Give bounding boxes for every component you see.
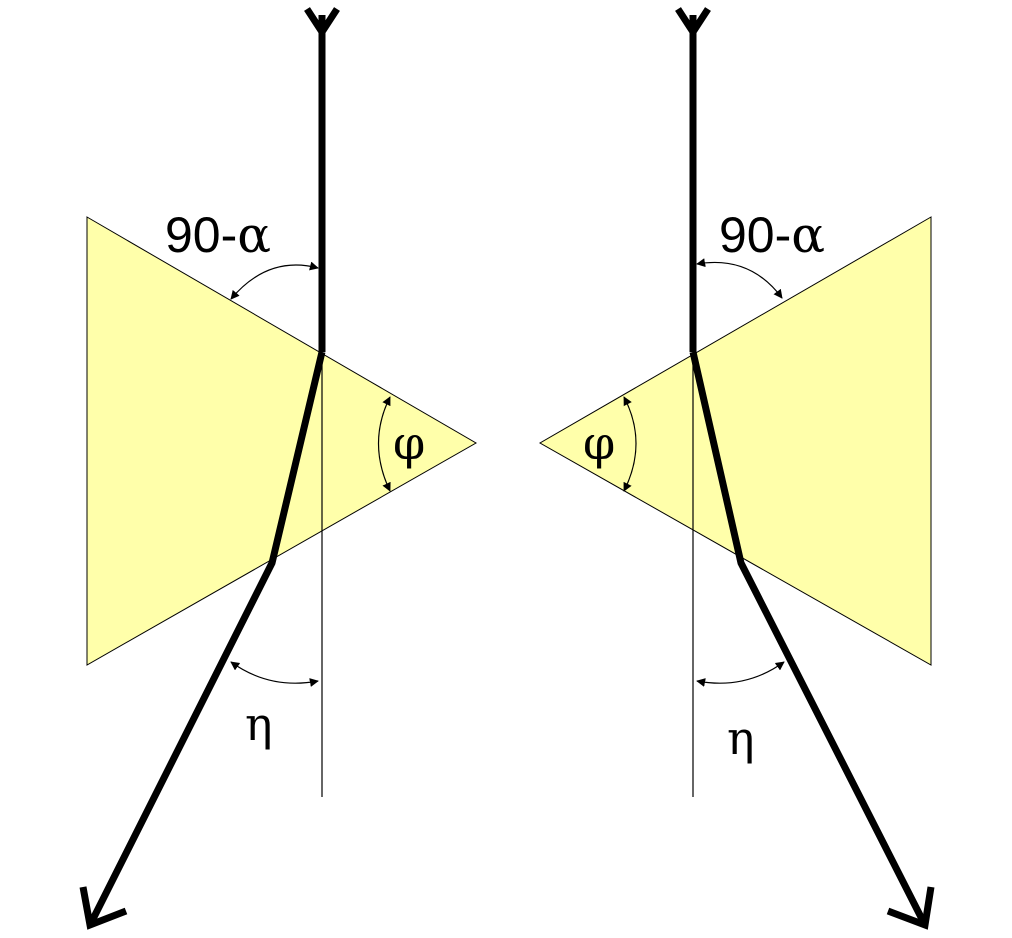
right-refracted-ray	[689, 351, 929, 927]
right-exit-angle-label: η	[727, 711, 755, 765]
right-apex-angle-arc	[623, 396, 637, 492]
left-deviation-angle-arc	[230, 261, 319, 300]
left-exit-angle-label: η	[245, 697, 273, 751]
left-ray-arrowhead-icon	[79, 886, 128, 930]
right-exit-angle-arc	[696, 661, 785, 687]
right-ray-tail-icon	[675, 7, 711, 39]
right-panel: 90-α φ η	[538, 7, 935, 930]
left-panel: 90-α φ η	[79, 7, 478, 930]
left-ray-tail-icon	[304, 7, 340, 39]
right-apex-angle-label: φ	[583, 416, 615, 470]
left-apex-angle-arc	[377, 396, 391, 492]
left-apex-angle-label: φ	[393, 416, 425, 470]
right-deviation-angle-arc	[696, 258, 783, 299]
right-deviation-label: 90-α	[719, 206, 825, 264]
left-exit-angle-arc	[230, 661, 319, 687]
left-refracted-ray	[86, 351, 326, 927]
left-deviation-label: 90-α	[165, 206, 271, 264]
right-ray-arrowhead-icon	[886, 886, 935, 930]
left-prism	[86, 216, 478, 666]
